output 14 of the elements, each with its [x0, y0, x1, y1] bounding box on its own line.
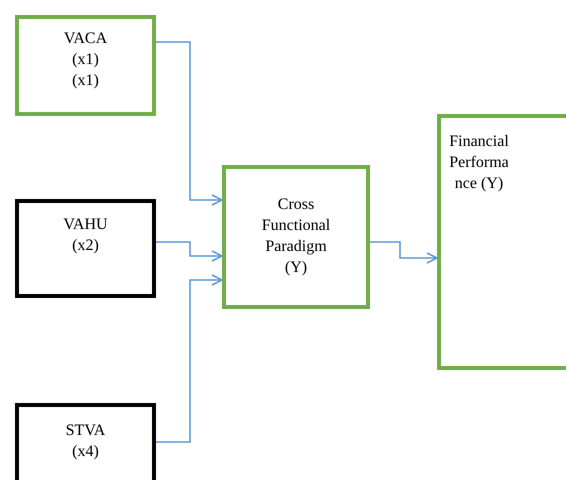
variable-box — [15, 403, 156, 480]
variable-label: STVA (x4) — [64, 421, 106, 462]
arrow — [156, 241, 223, 262]
variable-box — [15, 15, 156, 116]
variable-box — [15, 199, 156, 298]
variable-box — [222, 165, 370, 309]
variable-box — [437, 114, 566, 370]
arrow — [370, 241, 438, 264]
arrow — [156, 41, 223, 206]
variable-label: VACA (x1) (x1) — [62, 29, 108, 91]
variable-label: Financial Performa nce (Y) — [448, 132, 510, 194]
variable-label: Cross Functional Paradigm (Y) — [260, 195, 332, 278]
arrow — [156, 274, 223, 443]
variable-label: VAHU (x2) — [62, 215, 109, 256]
